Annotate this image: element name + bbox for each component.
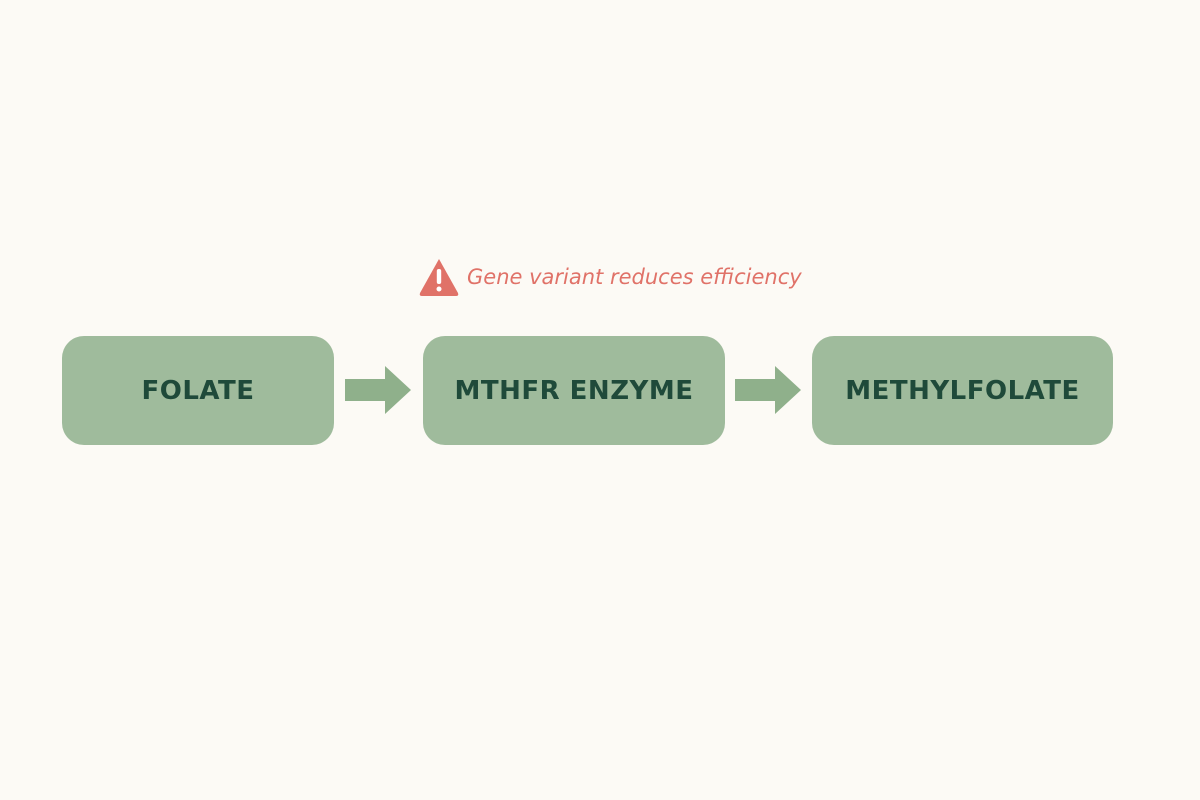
arrow-right-icon — [735, 366, 801, 414]
arrow-right-icon — [345, 366, 411, 414]
warning-triangle-icon — [419, 259, 459, 296]
node-mthfr-enzyme: MTHFR ENZYME — [423, 336, 725, 445]
warning-text: Gene variant reduces efficiency — [467, 265, 802, 289]
warning-annotation: Gene variant reduces efficiency — [417, 254, 802, 300]
node-folate: FOLATE — [62, 336, 334, 445]
node-methylfolate: METHYLFOLATE — [812, 336, 1113, 445]
